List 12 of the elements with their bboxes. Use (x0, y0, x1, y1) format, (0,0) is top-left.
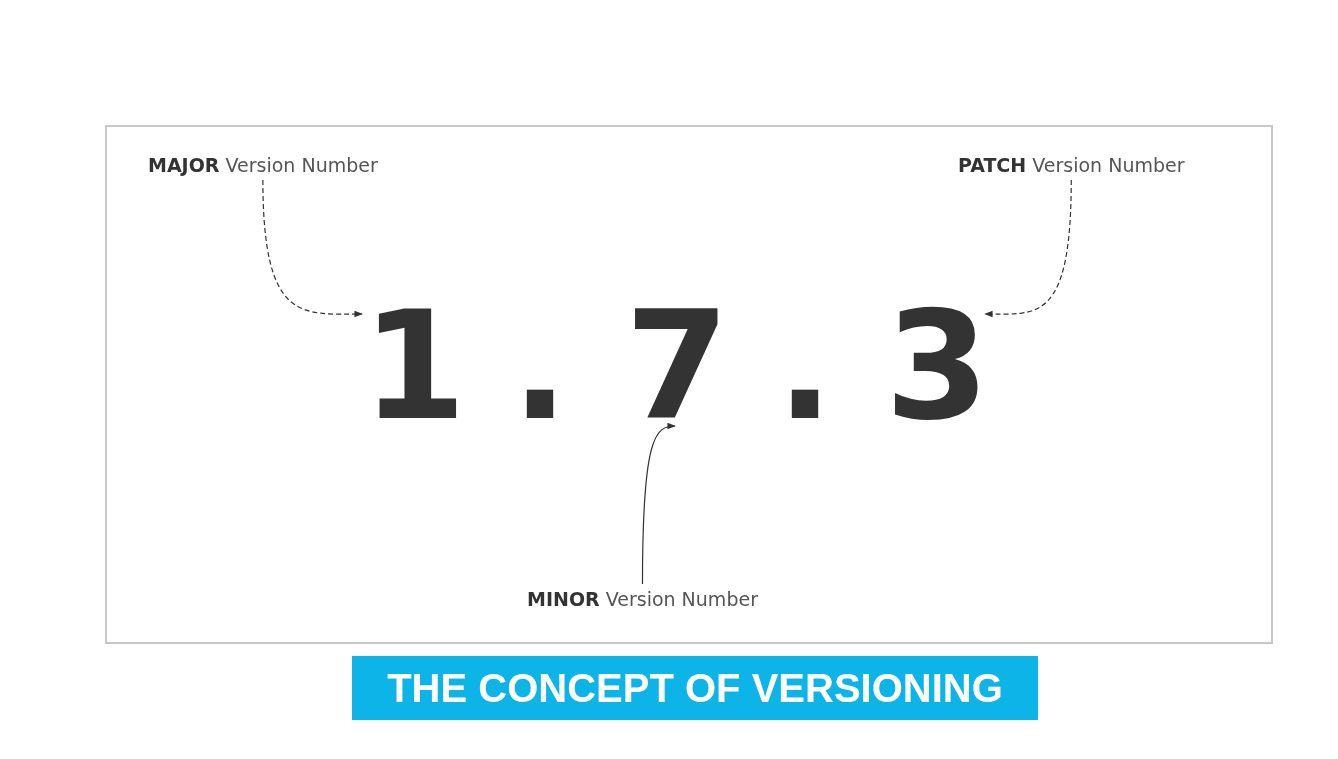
callout-label: MAJOR Version Number (148, 154, 378, 176)
separator-dot: . (775, 306, 835, 426)
callout-label: PATCH Version Number (958, 154, 1185, 176)
leader-line (641, 423, 676, 585)
version-digit: 7 (625, 306, 725, 426)
callout-label: MINOR Version Number (527, 588, 758, 610)
title-banner: THE CONCEPT OF VERSIONING (352, 656, 1038, 720)
leader-line (262, 179, 363, 318)
version-digit: 1 (362, 306, 462, 426)
leader-line (984, 179, 1072, 318)
version-digit: 3 (885, 306, 985, 426)
separator-dot: . (510, 306, 570, 426)
